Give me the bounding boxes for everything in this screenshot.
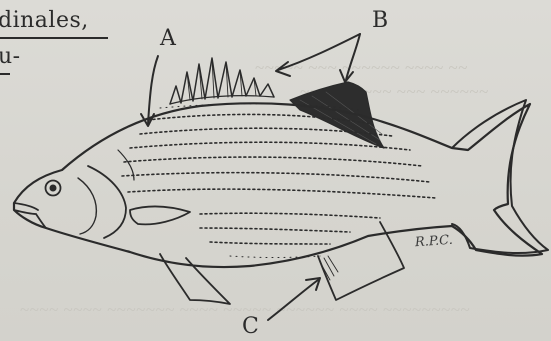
spiny-dorsal-fin	[170, 58, 274, 104]
callout-label-a: A	[160, 28, 176, 50]
soft-dorsal-fin	[290, 82, 384, 148]
lateral-stripes	[122, 114, 436, 244]
artist-initials: R.P.C.	[415, 233, 454, 251]
callout-label-c: C	[242, 316, 259, 338]
fish-body-outline	[14, 103, 542, 267]
pectoral-fin	[130, 206, 190, 224]
tail-fin	[452, 100, 548, 253]
gill-cover	[88, 166, 126, 238]
callout-arrow-c	[268, 278, 320, 320]
callout-arrow-b	[276, 34, 360, 82]
callout-label-b: B	[372, 10, 388, 32]
